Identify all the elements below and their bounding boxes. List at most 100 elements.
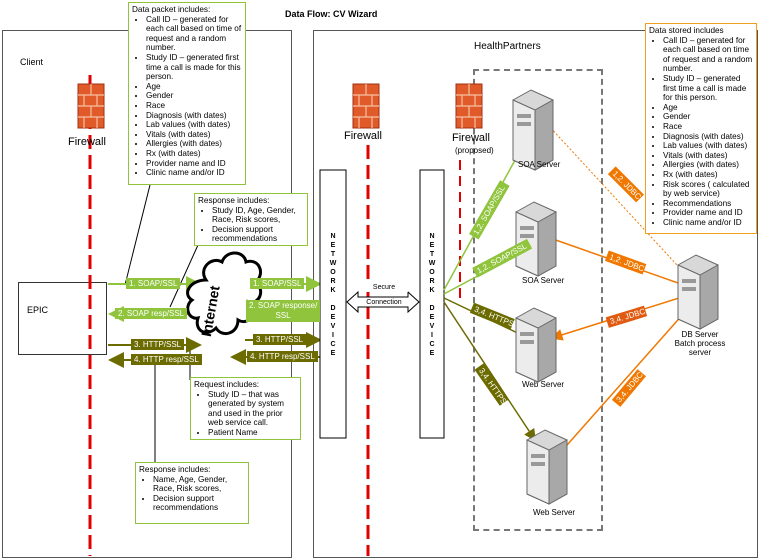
svg-text:3,4. JDBC: 3,4. JDBC bbox=[609, 307, 647, 326]
client-firewall-icon bbox=[77, 83, 105, 129]
hp-firewall-label: Firewall bbox=[344, 130, 382, 142]
web-server-1-icon bbox=[515, 307, 557, 383]
network-device-letter: O bbox=[429, 269, 435, 276]
network-device-letter: I bbox=[431, 332, 433, 339]
network-device-letter: W bbox=[428, 260, 436, 267]
request-note-heading: Request includes: bbox=[194, 380, 260, 389]
note-item: Study ID – that was generated by system … bbox=[208, 390, 297, 428]
network-device-letter: C bbox=[429, 341, 435, 348]
db-server-label-2: Batch process bbox=[674, 339, 726, 348]
network-device-letter: T bbox=[330, 251, 336, 258]
proposed-firewall-icon bbox=[455, 83, 483, 129]
svg-text:1,2. SOAP/SSL: 1,2. SOAP/SSL bbox=[471, 184, 507, 237]
response-note-heading: Response includes: bbox=[198, 196, 270, 205]
note-item: Call ID – generated for each call based … bbox=[146, 15, 242, 53]
note-item: Gender bbox=[146, 91, 242, 101]
proposed-firewall-label: Firewall bbox=[452, 132, 490, 144]
flow-nd-web2 bbox=[443, 301, 536, 442]
network-device-letter: O bbox=[330, 269, 336, 276]
stored-note: Data stored includes Call ID – generated… bbox=[645, 23, 757, 234]
note-item: Age bbox=[146, 82, 242, 92]
network-device-letter: E bbox=[330, 314, 336, 321]
client-firewall-label: Firewall bbox=[68, 136, 106, 148]
label-jdbc-34a: 3,4. JDBC bbox=[605, 305, 648, 328]
soa-server-2-label: SOA Server bbox=[522, 276, 565, 285]
note-item: Race bbox=[663, 122, 753, 132]
label-http-resp-4b: 4. HTTP resp/SSL bbox=[247, 351, 318, 362]
soa-server-1-icon bbox=[512, 89, 554, 171]
network-device-letter: E bbox=[330, 350, 336, 357]
note-item: Recommendations bbox=[663, 199, 753, 209]
note-item: Provider name and ID bbox=[146, 159, 242, 169]
note-item: Clinic name and/or ID bbox=[146, 168, 242, 178]
jdbc-web2-db bbox=[551, 294, 701, 464]
db-server-icon bbox=[677, 254, 719, 330]
label-soap-1b: 1. SOAP/SSL bbox=[250, 278, 305, 289]
response2-note-heading: Response includes: bbox=[139, 465, 211, 474]
soa-server-1-label: SOA Server bbox=[518, 160, 561, 169]
network-device-left bbox=[319, 169, 347, 439]
response2-note-list: Name, Age, Gender, Race, Risk scores,Dec… bbox=[139, 475, 245, 513]
request-note-list: Study ID – that was generated by system … bbox=[194, 390, 297, 438]
soa-server-2-icon bbox=[515, 201, 557, 277]
packet-note-heading: Data packet includes: bbox=[132, 5, 211, 14]
label-soap-1: 1. SOAP/SSL bbox=[126, 278, 181, 289]
note-item: Race bbox=[146, 101, 242, 111]
network-device-letter: C bbox=[330, 341, 336, 348]
note-item: Allergies (with dates) bbox=[146, 139, 242, 149]
note-item: Study ID, Age, Gender, Race, Risk scores… bbox=[212, 206, 304, 225]
note-item: Study ID – generated first time a call i… bbox=[663, 74, 753, 103]
network-device-letter: V bbox=[330, 323, 336, 330]
network-device-letter: W bbox=[329, 260, 337, 267]
note-item: Provider name and ID bbox=[663, 208, 753, 218]
stored-note-heading: Data stored includes bbox=[649, 26, 724, 35]
network-device-letter: V bbox=[429, 323, 435, 330]
network-device-letter: R bbox=[330, 278, 336, 285]
network-device-letter: R bbox=[429, 278, 435, 285]
client-label: Client bbox=[20, 57, 44, 67]
response2-note: Response includes: Name, Age, Gender, Ra… bbox=[135, 462, 249, 524]
hp-firewall-icon bbox=[352, 83, 380, 129]
secure-connection-line2: Connection bbox=[366, 299, 402, 306]
label-soap-resp-2: 2. SOAP resp/SSL bbox=[115, 308, 188, 319]
network-device-letter: K bbox=[429, 287, 435, 294]
secure-connection-line1: Secure bbox=[360, 284, 408, 292]
epic-label: EPIC bbox=[27, 305, 49, 315]
web-server-2-icon bbox=[526, 429, 568, 505]
svg-text:3,4. HTTPS: 3,4. HTTPS bbox=[473, 305, 515, 329]
web-server-1-label: Web Server bbox=[522, 380, 565, 389]
note-item: Vitals (with dates) bbox=[663, 151, 753, 161]
note-item: Study ID – generated first time a call i… bbox=[146, 53, 242, 82]
network-device-letter: E bbox=[330, 242, 336, 249]
stored-note-list: Call ID – generated for each call based … bbox=[649, 36, 753, 228]
packet-note-list: Call ID – generated for each call based … bbox=[132, 15, 242, 178]
request-note: Request includes: Study ID – that was ge… bbox=[190, 377, 301, 440]
label-soap-resp-2b-l2: SSL bbox=[275, 311, 291, 320]
web-server-2-label: Web Server bbox=[533, 508, 576, 517]
label-soap-resp-2b: 2. SOAP response/ SSL bbox=[246, 300, 320, 322]
label-soap-12a: 1,2. SOAP/SSL bbox=[469, 180, 510, 240]
response-note-pointer bbox=[169, 244, 199, 308]
label-jdbc-12b: 1,2. JDBC bbox=[604, 250, 647, 275]
jdbc-soa1-db bbox=[547, 124, 701, 291]
label-http-3b: 3. HTTP/SSL bbox=[253, 334, 307, 345]
network-device-letter: E bbox=[429, 314, 435, 321]
label-http-3: 3. HTTP/SSL bbox=[131, 339, 185, 350]
svg-text:1,2. JDBC: 1,2. JDBC bbox=[608, 252, 646, 273]
note-item: Rx (with dates) bbox=[663, 170, 753, 180]
response-note: Response includes: Study ID, Age, Gender… bbox=[194, 193, 308, 246]
secure-connection-arrow bbox=[346, 290, 420, 314]
svg-text:1,2. JDBC: 1,2. JDBC bbox=[611, 169, 643, 201]
note-item: Decision support recommendations bbox=[212, 225, 304, 244]
note-item: Gender bbox=[663, 112, 753, 122]
network-device-letter bbox=[320, 295, 346, 304]
network-device-letter: K bbox=[330, 287, 336, 294]
note-item: Patient Name bbox=[208, 428, 297, 438]
proposed-firewall-sub: (proposed) bbox=[455, 146, 494, 155]
page-title: Data Flow: CV Wizard bbox=[285, 9, 378, 19]
packet-note-pointer bbox=[124, 184, 151, 286]
server-zone bbox=[473, 69, 603, 531]
